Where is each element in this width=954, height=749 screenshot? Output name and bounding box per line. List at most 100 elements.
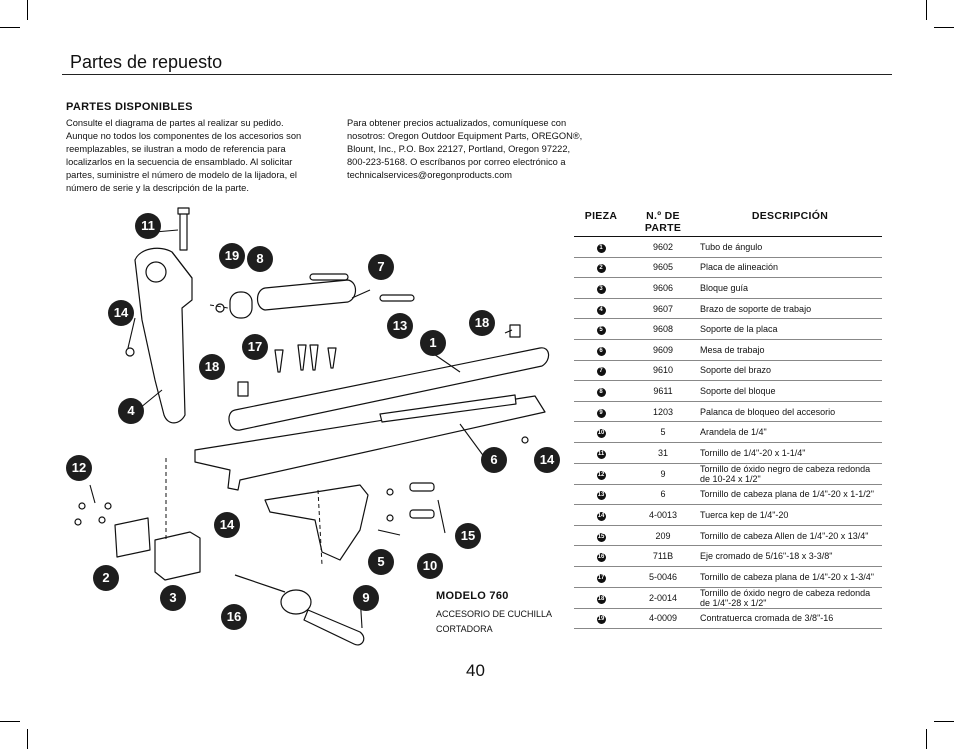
cell-description: Tornillo de 1/4"-20 x 1-1/4": [698, 442, 882, 464]
pieza-badge: 7: [596, 367, 606, 377]
pieza-badge: 5: [596, 326, 606, 336]
callout-7: 7: [368, 254, 394, 280]
crop-mark: [27, 729, 28, 749]
pieza-badge: 15: [596, 532, 606, 542]
callout-4: 4: [118, 398, 144, 424]
cell-part-number: 5-0046: [628, 566, 698, 588]
cell-part-number: 9602: [628, 236, 698, 258]
cell-description: Mesa de trabajo: [698, 339, 882, 361]
page-number: 40: [466, 661, 485, 680]
cell-pieza: 1: [574, 236, 628, 258]
callout-17: 17: [242, 334, 268, 360]
header-parte: N.º DE PARTE: [644, 210, 682, 234]
cell-pieza: 12: [574, 463, 628, 485]
callout-10: 10: [417, 553, 443, 579]
callout-8: 8: [247, 246, 273, 272]
pieza-badge: 4: [596, 305, 606, 315]
callout-19: 19: [219, 243, 245, 269]
callout-16: 16: [221, 604, 247, 630]
table-header-row: PIEZA N.º DE PARTE DESCRIPCIÓN: [574, 208, 882, 237]
alignment-plate-2: [114, 517, 151, 558]
cell-part-number: 9609: [628, 339, 698, 361]
intro-paragraph-right: Para obtener precios actualizados, comun…: [347, 118, 583, 181]
cell-part-number: 9607: [628, 298, 698, 320]
section-heading: PARTES DISPONIBLES: [66, 101, 193, 113]
callout-6: 6: [481, 447, 507, 473]
cell-description: Tornillo de óxido negro de cabeza redond…: [698, 587, 882, 609]
cell-part-number: 9: [628, 463, 698, 485]
pieza-badge: 18: [596, 594, 606, 604]
cell-description: Bloque guía: [698, 277, 882, 299]
cell-pieza: 18: [574, 587, 628, 609]
cell-pieza: 4: [574, 298, 628, 320]
cell-pieza: 7: [574, 360, 628, 382]
crop-mark: [0, 27, 20, 28]
model-title: MODELO 760: [436, 590, 509, 602]
work-table-6: [194, 395, 546, 491]
callout-14: 14: [108, 300, 134, 326]
pieza-badge: 16: [596, 553, 606, 563]
pieza-badge: 2: [596, 264, 606, 274]
callout-9: 9: [353, 585, 379, 611]
cell-description: Tuerca kep de 1/4"-20: [698, 504, 882, 526]
pieza-badge: 8: [596, 387, 606, 397]
crop-mark: [27, 0, 28, 20]
cell-description: Tornillo de óxido negro de cabeza redond…: [698, 463, 882, 485]
title-divider: [62, 74, 892, 75]
pieza-badge: 13: [596, 491, 606, 501]
pieza-badge: 9: [596, 408, 606, 418]
cell-part-number: 4-0009: [628, 608, 698, 630]
cell-description: Arandela de 1/4": [698, 421, 882, 443]
cell-part-number: 711B: [628, 545, 698, 567]
cell-description: Eje cromado de 5/16"-18 x 3-3/8": [698, 545, 882, 567]
callout-18: 18: [469, 310, 495, 336]
page-title: Partes de repuesto: [70, 52, 223, 72]
cell-part-number: 31: [628, 442, 698, 464]
cell-pieza: 16: [574, 545, 628, 567]
cell-pieza: 3: [574, 277, 628, 299]
cell-description: Placa de alineación: [698, 257, 882, 279]
angle-tube-1: [228, 347, 550, 431]
pieza-badge: 12: [596, 470, 606, 480]
crop-mark: [0, 721, 20, 722]
crop-mark: [934, 27, 954, 28]
cell-pieza: 11: [574, 442, 628, 464]
cell-description: Tornillo de cabeza Allen de 1/4"-20 x 13…: [698, 525, 882, 547]
callout-14b: 14: [534, 447, 560, 473]
cell-description: Tornillo de cabeza plana de 1/4"-20 x 1-…: [698, 484, 882, 506]
model-subtitle: ACCESORIO DE CUCHILLA CORTADORA: [436, 609, 552, 634]
bolt-11: [179, 211, 188, 251]
cell-part-number: 6: [628, 484, 698, 506]
cell-pieza: 8: [574, 380, 628, 402]
callout-14c: 14: [214, 512, 240, 538]
pieza-badge: 1: [596, 243, 606, 253]
pieza-badge: 3: [596, 284, 606, 294]
cell-description: Soporte del bloque: [698, 380, 882, 402]
callout-12: 12: [66, 455, 92, 481]
cell-description: Tornillo de cabeza plana de 1/4"-20 x 1-…: [698, 566, 882, 588]
cell-pieza: 19: [574, 608, 628, 630]
pieza-badge: 11: [596, 449, 606, 459]
cell-part-number: 4-0013: [628, 504, 698, 526]
cell-part-number: 9606: [628, 277, 698, 299]
cell-pieza: 9: [574, 401, 628, 423]
cell-description: Soporte de la placa: [698, 318, 882, 340]
cell-part-number: 9611: [628, 380, 698, 402]
callout-1: 1: [420, 330, 446, 356]
